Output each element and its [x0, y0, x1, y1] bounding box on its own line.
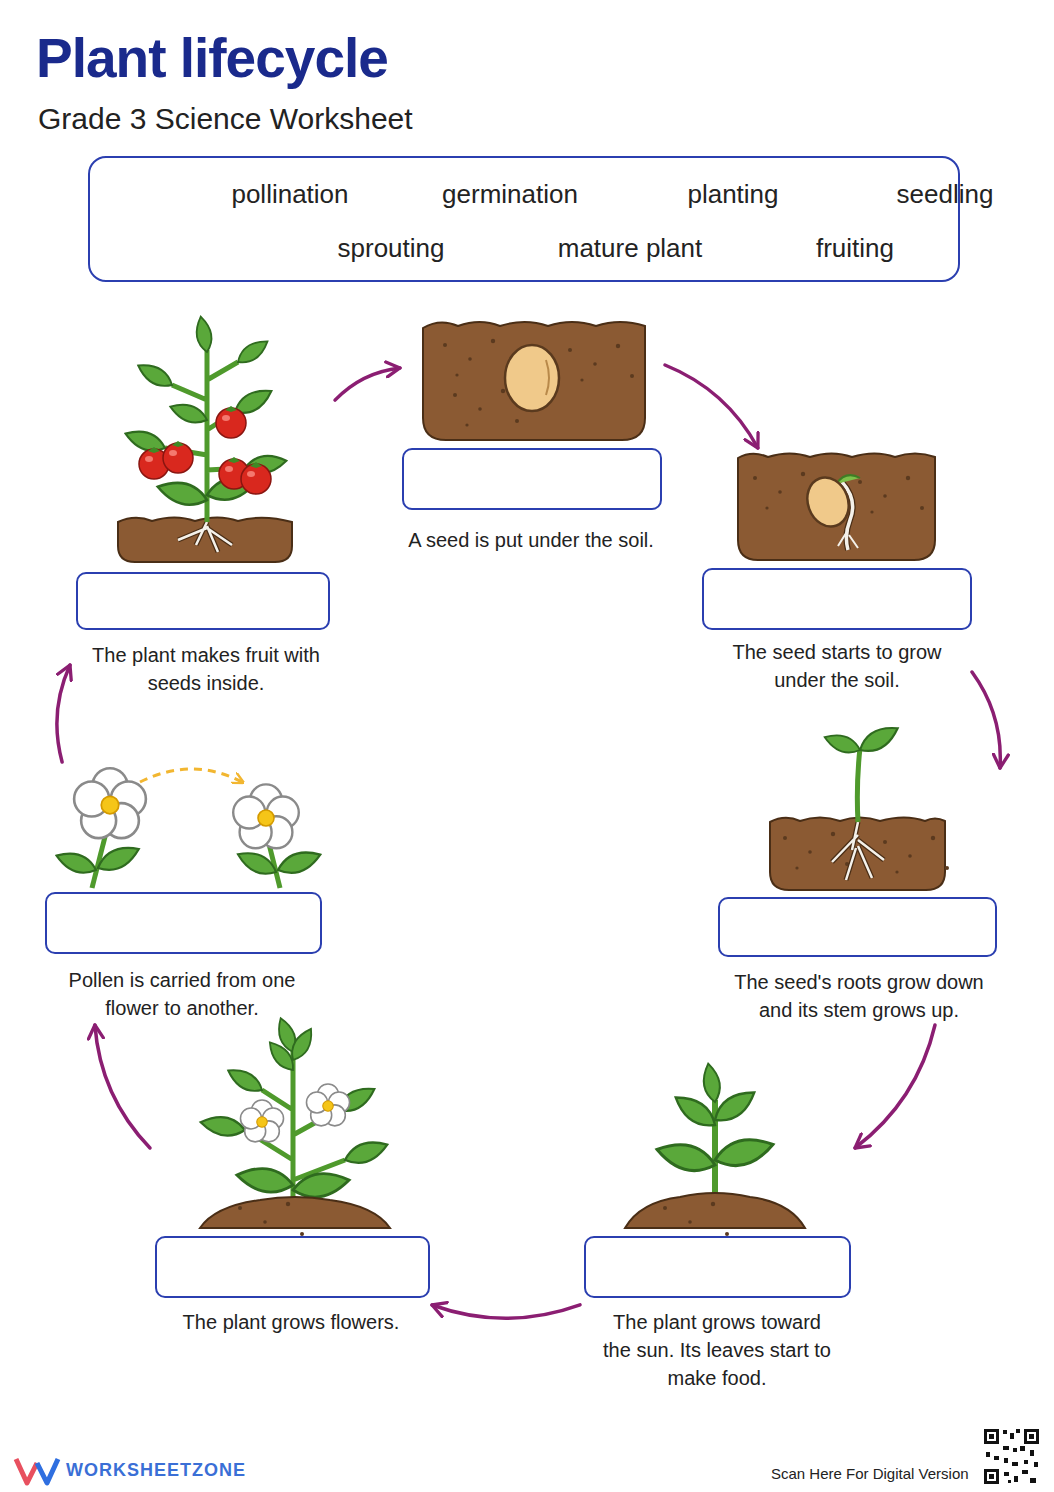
cycle-arrow [665, 365, 758, 448]
cycle-arrow [57, 665, 70, 762]
germinating-seed [738, 454, 935, 561]
answer-box [45, 892, 322, 954]
word-bank-term: fruiting [816, 233, 894, 264]
stage-description: A seed is put under the soil. [381, 526, 681, 554]
answer-box [584, 1236, 851, 1298]
word-bank: pollinationgerminationplantingseedlingsp… [88, 156, 960, 282]
lifecycle-stage: A seed is put under the soil. [400, 318, 665, 558]
sprout [770, 721, 949, 890]
lifecycle-stage: The plant grows toward the sun. Its leav… [580, 1062, 855, 1398]
lifecycle-stage: The plant grows flowers. [150, 1032, 432, 1338]
lifecycle-stage: Pollen is carried from one flower to ano… [42, 762, 325, 1025]
word-bank-term: sprouting [338, 233, 445, 264]
answer-box [402, 448, 662, 510]
stage-description: The plant grows flowers. [156, 1308, 426, 1336]
stage-description: Pollen is carried from one flower to ano… [67, 966, 297, 1022]
word-bank-term: germination [442, 179, 578, 210]
stage-description: The seed's roots grow down and its stem … [723, 968, 995, 1024]
answer-box [76, 572, 330, 630]
subtitle: Grade 3 Science Worksheet [38, 102, 413, 136]
tomato-plant [118, 315, 292, 562]
lifecycle-stage: The seed's roots grow down and its stem … [715, 712, 1000, 1025]
word-bank-term: pollination [231, 179, 348, 210]
answer-box [718, 897, 997, 957]
stage-description: The plant grows toward the sun. Its leav… [597, 1308, 837, 1392]
brand-logo [16, 1459, 58, 1483]
flowering-plant [199, 1016, 390, 1240]
qr-note: Scan Here For Digital Version [771, 1465, 969, 1482]
brand-name: WORKSHEETZONE [66, 1460, 246, 1481]
word-bank-term: mature plant [558, 233, 703, 264]
stage-description: The plant makes fruit with seeds inside. [91, 641, 321, 697]
cycle-arrow [855, 1025, 935, 1148]
cycle-arrow [335, 368, 400, 400]
lifecycle-stage: The seed starts to grow under the soil. [700, 448, 972, 695]
cycle-arrow [95, 1025, 150, 1148]
word-bank-term: seedling [897, 179, 994, 210]
stage-description: The seed starts to grow under the soil. [717, 638, 957, 694]
word-bank-term: planting [687, 179, 778, 210]
lifecycle-stage: The plant makes fruit with seeds inside. [70, 340, 335, 700]
seed-in-soil [423, 322, 645, 440]
qr-code [983, 1428, 1040, 1485]
answer-box [155, 1236, 430, 1298]
pollinating-flowers [54, 768, 324, 888]
cycle-arrow [972, 672, 1000, 768]
seedling-plant [625, 1062, 805, 1239]
answer-box [702, 568, 972, 630]
cycle-arrow [432, 1305, 580, 1318]
worksheet-title: Plant lifecycle [36, 26, 388, 90]
